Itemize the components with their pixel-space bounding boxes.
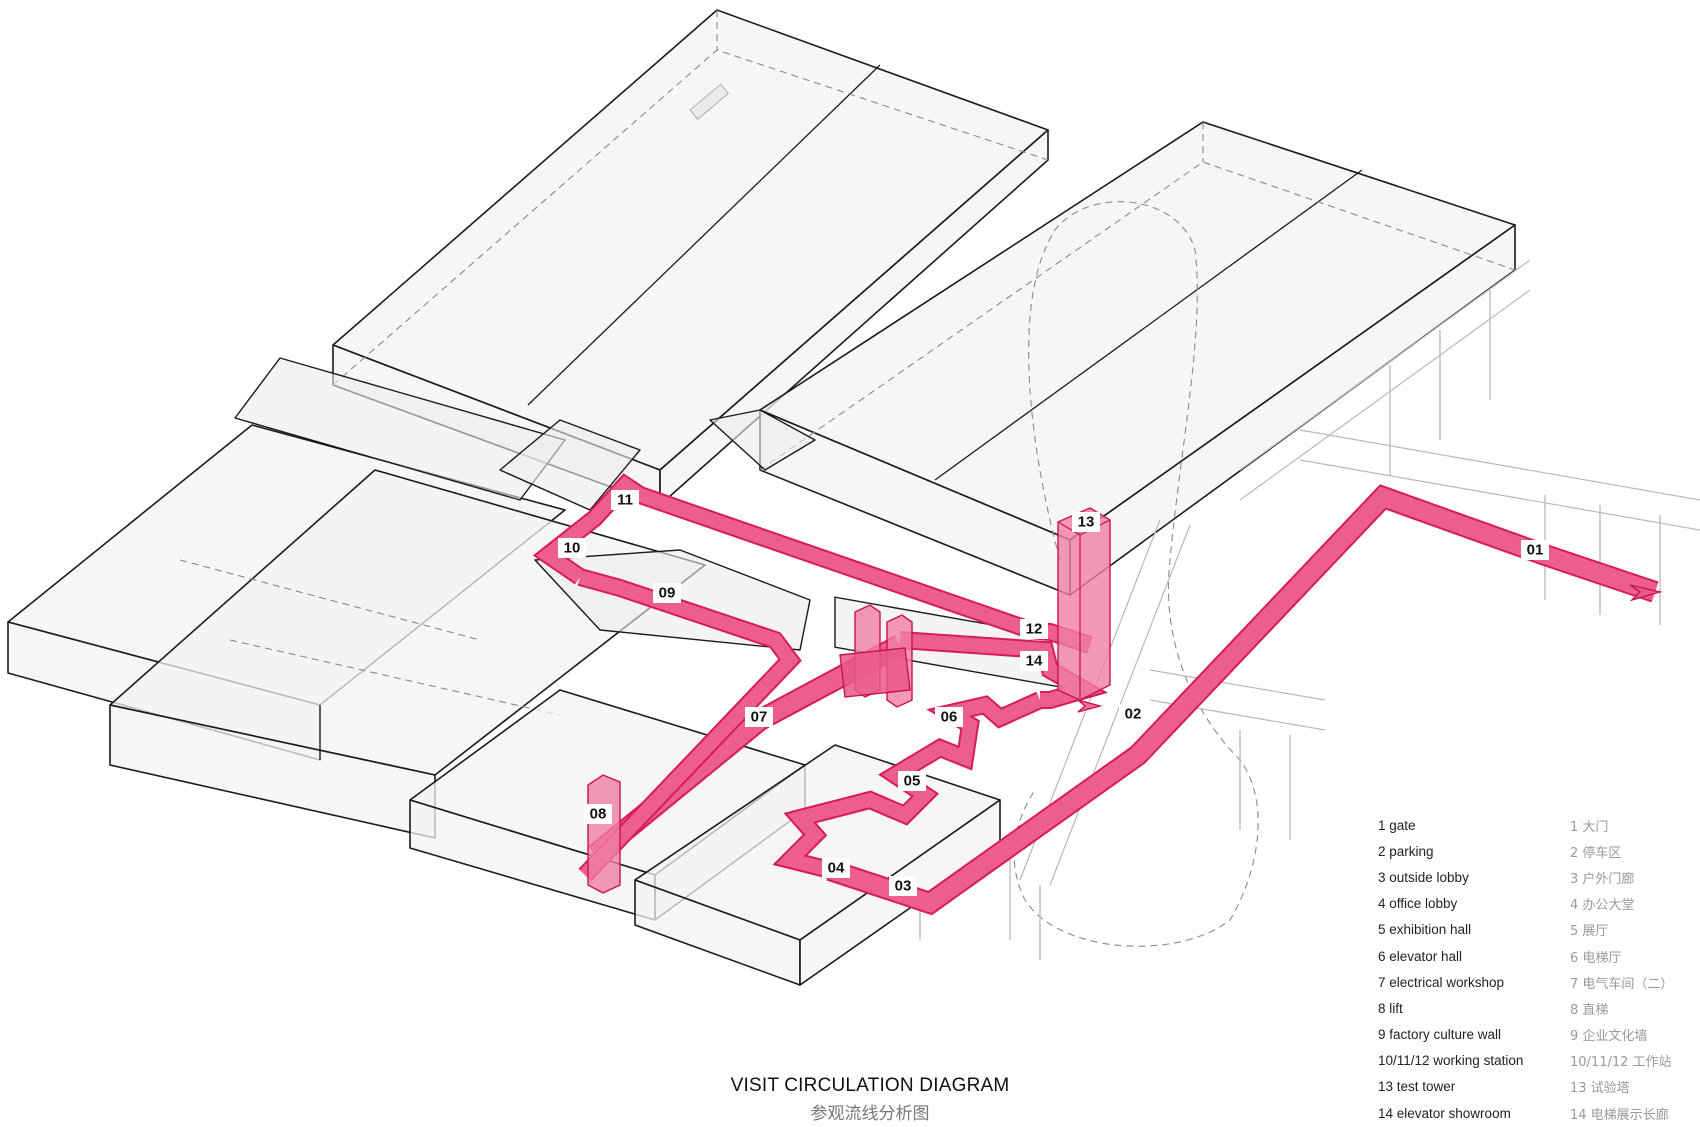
legend-zh: 7 电气车间（二） (1570, 976, 1674, 992)
legend-en: 6 elevator hall (1378, 948, 1463, 964)
route-label-03: 03 (889, 876, 917, 896)
route-label-11: 11 (611, 490, 639, 510)
legend-en: 10/11/12 working station (1378, 1053, 1524, 1069)
svg-text:14: 14 (1026, 653, 1043, 670)
legend-en: 9 factory culture wall (1378, 1027, 1502, 1043)
legend-zh: 5 展厅 (1570, 924, 1609, 940)
svg-text:05: 05 (904, 773, 921, 790)
route-label-14: 14 (1020, 651, 1048, 671)
legend-en: 3 outside lobby (1378, 869, 1469, 885)
legend-row: 3 outside lobby 3 户外门廊 (1378, 864, 1688, 890)
legend-row: 8 lift 8 直梯 (1378, 995, 1688, 1021)
svg-text:01: 01 (1527, 542, 1544, 559)
route-label-10: 10 (558, 538, 586, 558)
legend-zh: 1 大门 (1570, 819, 1609, 835)
elevator-shafts (839, 604, 913, 708)
route-label-06: 06 (935, 707, 963, 727)
svg-text:10: 10 (564, 540, 581, 557)
route-label-12: 12 (1020, 619, 1048, 639)
route-label-01: 01 (1521, 540, 1549, 560)
legend-row: 4 office lobby 4 办公大堂 (1378, 891, 1688, 917)
route-label-07: 07 (745, 707, 773, 727)
svg-text:06: 06 (941, 709, 958, 726)
svg-text:03: 03 (895, 878, 912, 895)
legend-zh: 2 停车区 (1570, 845, 1622, 861)
legend-row: 2 parking 2 停车区 (1378, 838, 1688, 864)
legend-row: 13 test tower 13 试验塔 (1378, 1074, 1688, 1100)
legend-row: 1 gate 1 大门 (1378, 812, 1688, 838)
route-label-04: 04 (822, 858, 850, 878)
legend-zh: 6 电梯厅 (1570, 950, 1622, 966)
legend-zh: 8 直梯 (1570, 1002, 1609, 1018)
building-link-west (234, 357, 641, 511)
legend-zh: 13 试验塔 (1570, 1081, 1630, 1097)
title-english: VISIT CIRCULATION DIAGRAM (730, 1075, 1010, 1096)
route-label-02: 02 (1119, 704, 1147, 724)
svg-text:02: 02 (1125, 706, 1142, 723)
svg-text:09: 09 (659, 585, 676, 602)
route-label-09: 09 (653, 583, 681, 603)
site-boundary (1013, 201, 1259, 947)
legend-row: 10/11/12 working station 10/11/12 工作站 (1378, 1048, 1688, 1074)
building-east-hall (759, 121, 1516, 596)
lift-shaft (587, 774, 621, 894)
route-label-13: 13 (1072, 512, 1100, 532)
legend-row: 6 elevator hall 6 电梯厅 (1378, 943, 1688, 969)
svg-text:11: 11 (617, 492, 633, 509)
svg-text:04: 04 (828, 860, 845, 877)
route-label-08: 08 (584, 804, 612, 824)
test-tower (1057, 507, 1111, 701)
arrow-gate (1629, 584, 1663, 602)
diagram-title: VISIT CIRCULATION DIAGRAM 参观流线分析图 (700, 1075, 1040, 1124)
legend-en: 1 gate (1378, 817, 1416, 833)
legend-zh: 3 户外门廊 (1570, 871, 1635, 887)
legend-en: 2 parking (1378, 843, 1434, 859)
legend-en: 13 test tower (1378, 1079, 1456, 1095)
legend-zh: 9 企业文化墙 (1570, 1029, 1648, 1045)
svg-text:13: 13 (1078, 514, 1095, 531)
legend-zh: 10/11/12 工作站 (1570, 1055, 1672, 1071)
legend-row: 14 elevator showroom 14 电梯展示长廊 (1378, 1100, 1688, 1126)
svg-text:08: 08 (590, 806, 607, 823)
legend-en: 7 electrical workshop (1378, 974, 1505, 990)
legend-row: 5 exhibition hall 5 展厅 (1378, 917, 1688, 943)
arrow-showroom (1077, 699, 1103, 713)
legend-en: 14 elevator showroom (1378, 1105, 1511, 1121)
svg-text:12: 12 (1026, 621, 1043, 638)
legend-row: 7 electrical workshop 7 电气车间（二） (1378, 969, 1688, 995)
legend-zh: 4 办公大堂 (1570, 898, 1635, 914)
legend-en: 4 office lobby (1378, 896, 1458, 912)
svg-text:07: 07 (751, 709, 768, 726)
legend-row: 9 factory culture wall 9 企业文化墙 (1378, 1022, 1688, 1048)
route-label-05: 05 (898, 771, 926, 791)
title-chinese: 参观流线分析图 (810, 1104, 930, 1124)
legend: 1 gate 1 大门 2 parking 2 停车区 3 outside lo… (1378, 812, 1688, 1126)
legend-zh: 14 电梯展示长廊 (1570, 1107, 1669, 1123)
legend-en: 8 lift (1378, 1000, 1403, 1016)
legend-en: 5 exhibition hall (1378, 922, 1472, 938)
